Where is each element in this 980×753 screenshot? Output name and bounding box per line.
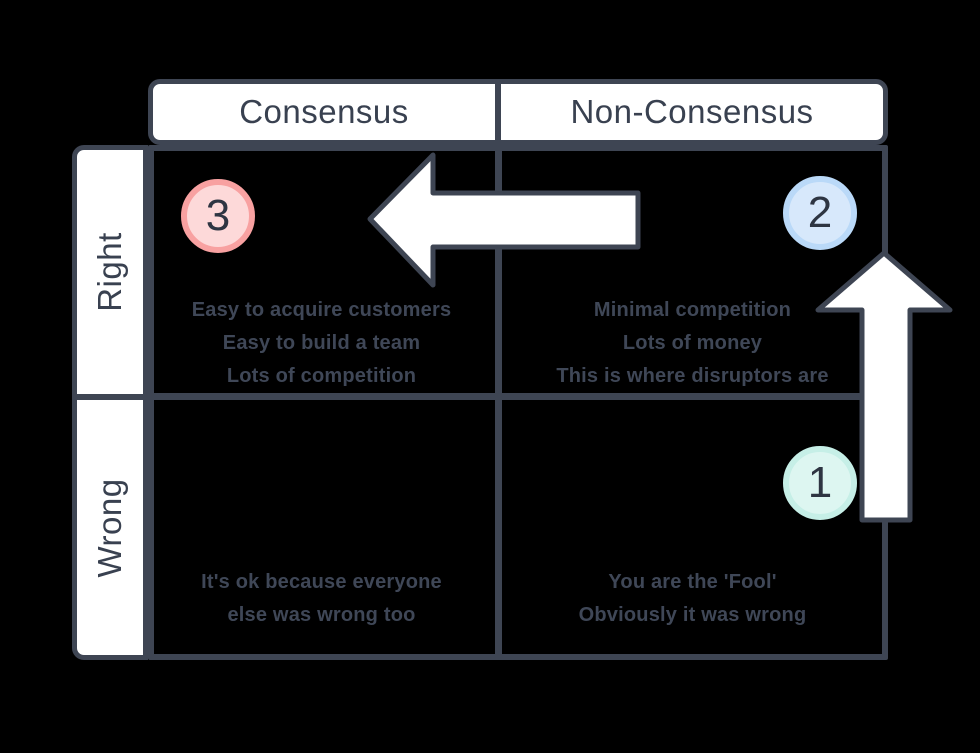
text-line: Lots of money [622, 332, 763, 354]
step-badge-2: 2 [783, 176, 857, 250]
column-headers: Consensus Non-Consensus [148, 79, 888, 145]
row-header-right-cell: Right [77, 150, 143, 394]
quadrant-text-non-consensus-wrong: You are the 'Fool' Obviously it was wron… [502, 566, 883, 632]
grid-vertical-divider [495, 145, 502, 660]
column-header-consensus: Consensus [239, 93, 409, 130]
badge-number: 3 [205, 191, 231, 240]
text-line: Lots of competition [226, 365, 417, 387]
quadrant-text-non-consensus-right: Minimal competition Lots of money This i… [502, 294, 883, 393]
arrow-left-icon [367, 152, 641, 288]
row-divider [77, 394, 143, 400]
text-line: else was wrong too [227, 604, 416, 626]
header-divider [495, 84, 501, 140]
quadrant-text-consensus-wrong: It's ok because everyone else was wrong … [148, 566, 495, 632]
text-line: Obviously it was wrong [578, 604, 807, 626]
text-line: Easy to build a team [222, 332, 421, 354]
quadrant-text-consensus-right: Easy to acquire customers Easy to build … [148, 294, 495, 393]
arrow-up-icon [815, 250, 953, 523]
column-header-non-consensus: Non-Consensus [570, 93, 814, 130]
text-line: Minimal competition [593, 299, 792, 321]
text-line: This is where disruptors are [556, 365, 829, 387]
row-headers: Right Wrong [72, 145, 148, 660]
grid-horizontal-divider [148, 393, 888, 400]
row-header-wrong: Wrong [91, 477, 128, 578]
row-header-right: Right [91, 232, 128, 312]
badge-number: 2 [807, 188, 833, 237]
step-badge-3: 3 [181, 179, 255, 253]
row-header-wrong-cell: Wrong [77, 400, 143, 655]
step-badge-1: 1 [783, 446, 857, 520]
text-line: Easy to acquire customers [191, 299, 452, 321]
text-line: You are the 'Fool' [608, 571, 777, 593]
badge-number: 1 [807, 458, 833, 507]
text-line: It's ok because everyone [201, 571, 442, 593]
